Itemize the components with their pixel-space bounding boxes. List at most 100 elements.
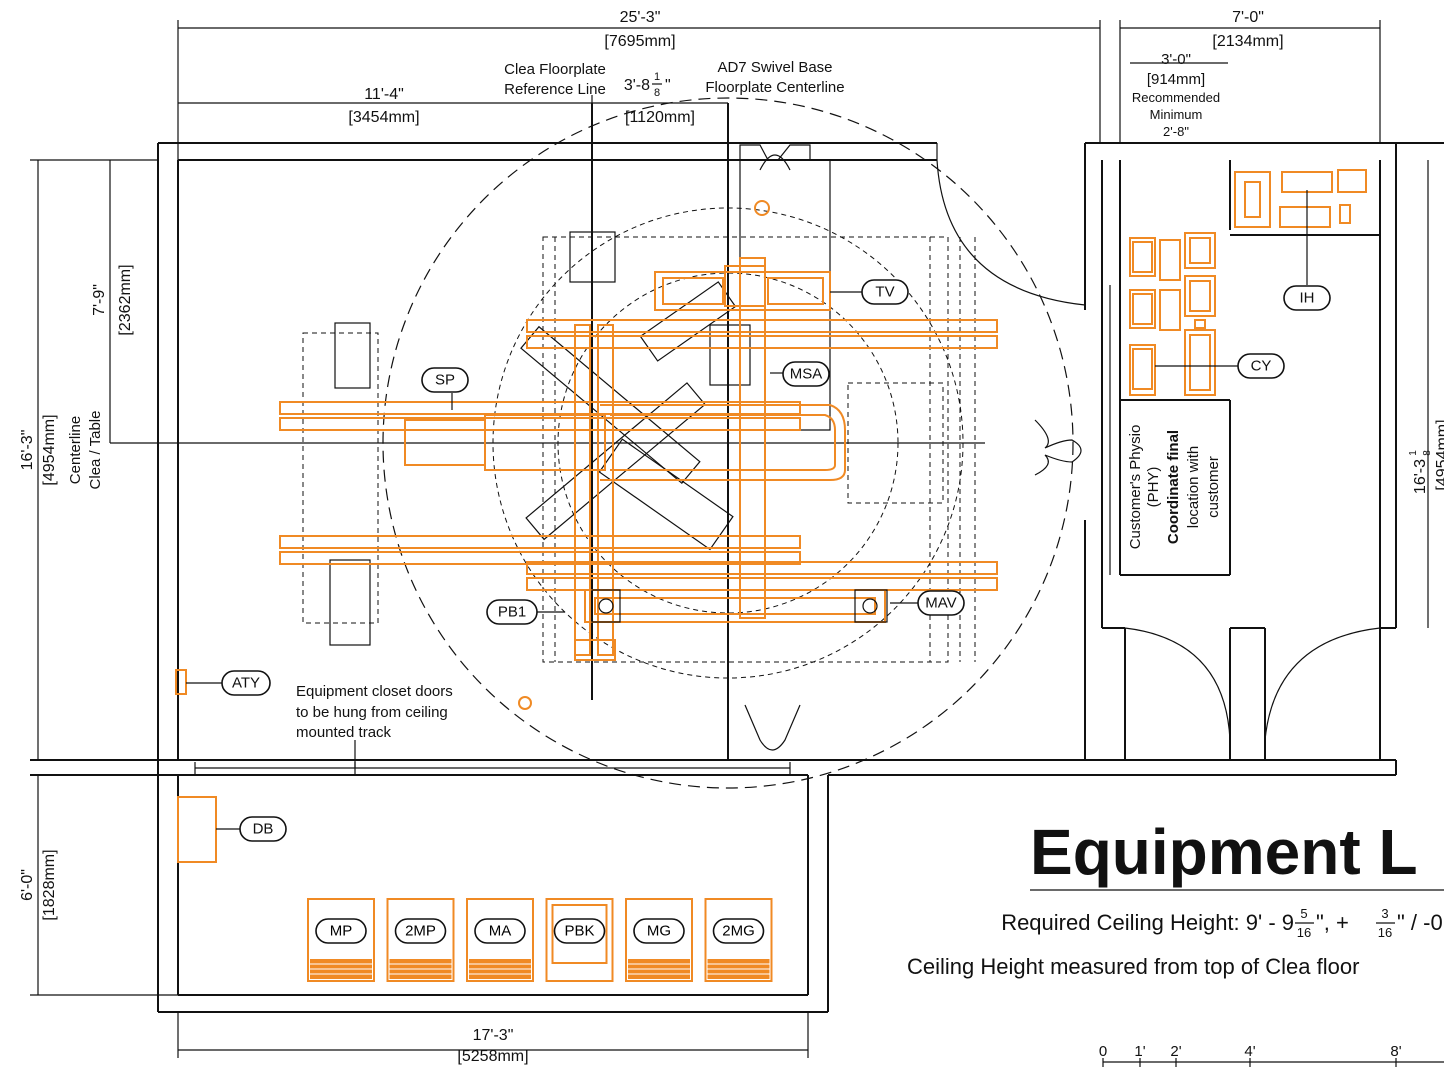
dim-closet-depth-mm: [1828mm] [41,849,58,920]
dim-ref-to-center-whole: 3'-8 [624,77,650,94]
ceiling-frac1-num: 5 [1300,906,1307,921]
cabinet-tag-2mg: 2MG [722,923,755,940]
dim-right-depth: 16'-3 [1412,459,1429,494]
rotated-table [520,281,737,551]
dim-recommended-label: Recommended [1132,90,1220,105]
closet-note-line-2: to be hung from ceiling [296,704,448,721]
ceiling-frac2-den: 16 [1378,925,1392,940]
clea-ref-line-label: Clea Floorplate [504,61,606,78]
title-block: Equipment L Required Ceiling Height: 9' … [907,816,1444,979]
ad7-centerline-label: AD7 Swivel Base [717,59,832,76]
tag-db: DB [239,816,287,842]
dim-ref-to-center-frac-den: 8 [654,87,660,99]
cabinet-pbk: PBK [545,898,614,982]
dim-recommended-width-mm: [914mm] [1147,71,1205,88]
dim-closet-width-mm: [2134mm] [1212,33,1283,50]
dim-room-depth-mm: [4954mm] [41,414,58,485]
physio-note: Customer's Physio (PHY) Coordinate final… [1127,425,1222,550]
dim-top-to-centerline: 7'-9" [91,284,108,316]
dim-right-depth-group: 16'-3 1 8 [4954mm] [1408,419,1444,494]
ceiling-frac2-num: 3 [1381,906,1388,921]
dim-ref-to-center-quote: " [665,77,671,94]
ceiling-prefix: Required Ceiling Height: 9' - 9 [1001,910,1294,935]
cabinet-2mg: 2MG [704,898,773,982]
ceiling-mid: ", + [1316,910,1349,935]
dim-top-to-centerline-mm: [2362mm] [117,264,134,335]
scale-tick-4: 4' [1244,1043,1255,1060]
dim-ref-to-center: 3'-8 1 8 " [624,71,671,99]
physio-title: Customer's Physio [1127,425,1144,550]
dim-left-to-ref: 11'-4" [364,86,404,103]
dim-closet-width: 7'-0" [1232,9,1264,26]
svg-text:ATY: ATY [232,675,260,692]
tag-mav: MAV [917,590,965,616]
dim-overall-width: 25'-3" [620,9,661,26]
dim-closet-length-mm: [5258mm] [457,1048,528,1065]
svg-text:CY: CY [1251,358,1272,375]
ceiling-requirement: Required Ceiling Height: 9' - 9 5 16 ", … [1001,906,1443,940]
rotation-envelopes [382,97,1074,789]
cabinet-ma: MA [466,898,534,982]
scale-tick-1: 1' [1134,1043,1145,1060]
centerline-sublabel: Clea / Table [87,411,104,490]
ceiling-suffix: " / -0 [1397,910,1443,935]
cabinet-tag-mp: MP [330,923,353,940]
cabinet-mp: MP [307,898,375,982]
cabinet-mg: MG [625,898,693,982]
physio-note-line-1: Coordinate final [1165,430,1182,544]
dim-right-depth-frac-den: 8 [1422,450,1433,456]
svg-text:TV: TV [875,284,894,301]
centerline-label: Centerline [67,416,84,484]
cabinet-tag-pbk: PBK [564,923,594,940]
tag-tv: TV [861,279,909,305]
svg-text:PB1: PB1 [498,604,526,621]
dim-ref-to-center-frac-num: 1 [654,71,660,83]
tag-ih: IH [1283,285,1331,311]
physio-equipment [1129,169,1367,396]
scale-tick-2: 2' [1170,1043,1181,1060]
leader-lines [186,190,1308,830]
closet-door-track [194,762,791,775]
dim-ref-to-center-mm: [1120mm] [625,109,695,126]
doors [936,143,1381,741]
svg-text:MSA: MSA [790,366,823,383]
dim-top-to-centerline-group: 7'-9" [2362mm] [91,264,134,335]
cabinet-2mp: 2MP [386,898,455,982]
dim-overall-width-mm: [7695mm] [604,33,675,50]
dimension-texts: 25'-3" [7695mm] 11'-4" [3454mm] 3'-8 1 8… [19,9,1444,1065]
scale-tick-0: 0 [1099,1043,1107,1060]
equipment-orange [175,257,998,863]
dim-right-depth-frac-num: 1 [1408,450,1419,456]
closet-note-line-1: Equipment closet doors [296,683,453,700]
closet-note-line-3: mounted track [296,724,392,741]
dimension-lines [30,20,1429,1058]
tag-cy: CY [1237,353,1285,379]
ceiling-frac1-den: 16 [1297,925,1311,940]
tag-aty: ATY [221,670,271,696]
physio-code: (PHY) [1145,467,1162,508]
dim-left-to-ref-mm: [3454mm] [348,109,419,126]
dim-closet-depth: 6'-0" [19,869,36,901]
dim-room-depth-group: 16'-3" [4954mm] Centerline Clea / Table [19,411,104,490]
physio-note-line-2: location with [1185,446,1202,529]
closet-cabinets: MP 2MP MA PBK MG 2MG [307,898,773,982]
scale-bar: 0 1' 2' 4' 8' [1099,1043,1444,1067]
dim-closet-depth-group: 6'-0" [1828mm] [19,849,58,920]
scale-tick-8: 8' [1390,1043,1401,1060]
dim-room-depth: 16'-3" [19,430,36,471]
cabinet-tag-ma: MA [489,923,512,940]
dim-minimum-value: 2'-8" [1163,124,1189,139]
clea-ref-line-sublabel: Reference Line [504,81,606,98]
cabinet-tag-mg: MG [647,923,671,940]
annotation-labels: Clea Floorplate Reference Line AD7 Swive… [296,59,1222,741]
cabinet-tag-2mp: 2MP [405,923,436,940]
physio-note-line-3: customer [1205,456,1222,518]
tag-pb1: PB1 [486,599,538,625]
title-main: Equipment L [1030,816,1418,888]
svg-text:MAV: MAV [925,595,956,612]
svg-text:IH: IH [1300,290,1315,307]
dim-closet-length: 17'-3" [473,1027,514,1044]
reference-lines [178,103,985,760]
equipment-tags: TV SP MSA PB1 MAV ATY IH CY DB [221,279,1331,842]
dim-minimum-label: Minimum [1150,107,1203,122]
